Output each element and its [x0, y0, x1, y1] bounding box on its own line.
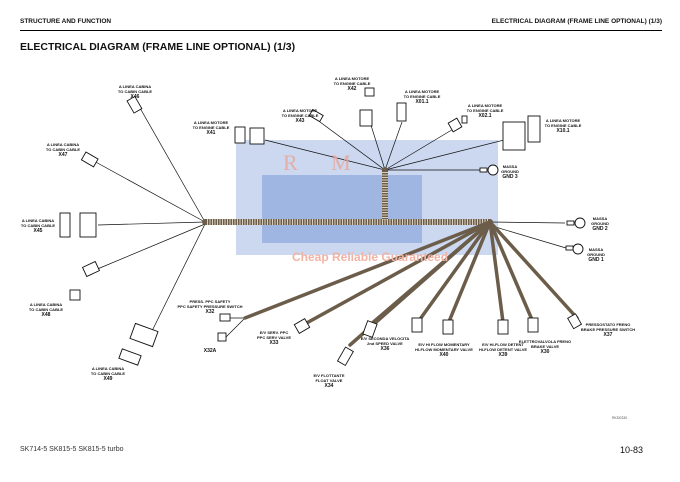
page-title: ELECTRICAL DIAGRAM (FRAME LINE OPTIONAL)…: [20, 41, 296, 53]
page-number: 10-83: [620, 445, 644, 455]
footer-models: SK714-5 SK815-5 SK815-5 turbo: [20, 446, 124, 453]
header-rule: [20, 30, 662, 31]
label-x32a: X32A: [203, 348, 217, 354]
drawing-code: RKD0330: [612, 416, 628, 420]
wires: [91, 107, 567, 339]
watermark-logo: [262, 175, 422, 243]
watermark-slogan: Cheap Reliable Guaranteed: [292, 250, 449, 264]
harness-braid: [207, 172, 488, 225]
header-section: STRUCTURE AND FUNCTION: [20, 18, 112, 25]
header-topic: ELECTRICAL DIAGRAM (FRAME LINE OPTIONAL)…: [491, 18, 662, 25]
connector-bodies: [59, 87, 586, 367]
watermark-mark: R M: [283, 150, 365, 175]
